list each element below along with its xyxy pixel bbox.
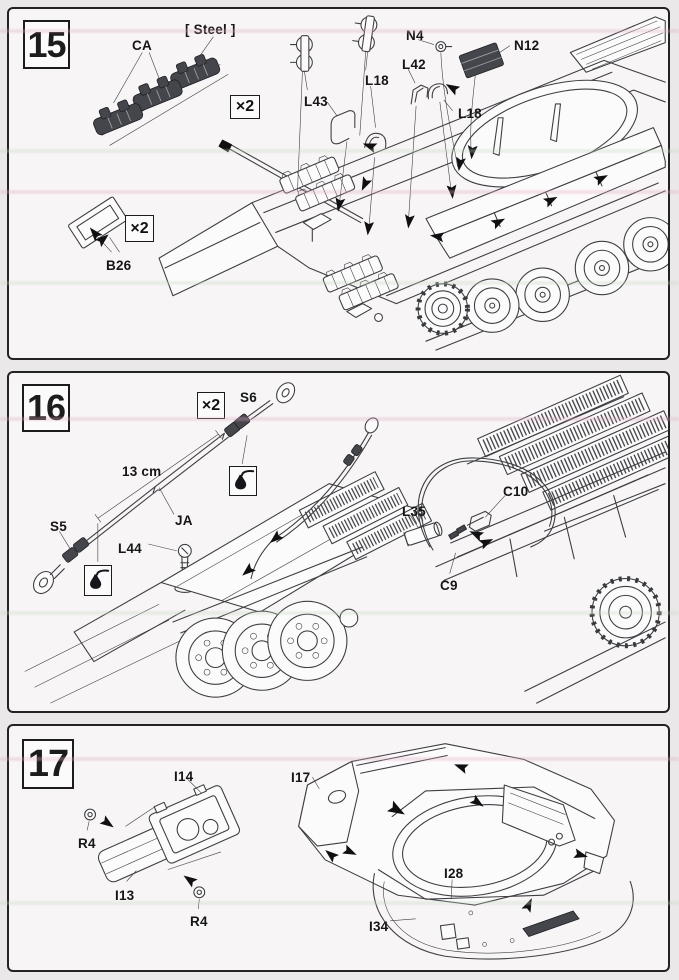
dimension-line [94, 430, 222, 523]
part-i14 [148, 784, 241, 864]
quantity-badge: ×2 [125, 215, 154, 242]
antenna-posts [492, 103, 561, 156]
part-label-i28: I28 [444, 866, 464, 881]
step-number-box: 15 [23, 20, 70, 69]
part-label-n4: N4 [406, 28, 424, 43]
part-label-n12: N12 [514, 38, 540, 53]
part-label-i17: I17 [291, 770, 311, 785]
road-wheel [574, 240, 630, 296]
deck-cable [250, 417, 379, 580]
part-label-l18: L18 [365, 73, 389, 88]
step-17-illustration [84, 743, 634, 960]
step-17-panel: 17 I14 R4 I13 R4 I17 I28 I34 [7, 724, 670, 972]
road-wheel [267, 600, 348, 681]
step-number: 16 [26, 387, 66, 428]
part-l42 [410, 84, 429, 105]
step-number: 17 [27, 742, 69, 785]
part-label-s5: S5 [50, 519, 67, 534]
quantity-badge: ×2 [230, 95, 260, 119]
cement-drop-icon [84, 565, 112, 596]
road-wheel [515, 267, 570, 322]
cement-drop-icon [229, 466, 257, 496]
quantity-badge: ×2 [197, 392, 225, 419]
drive-sprocket [415, 281, 470, 336]
part-label-l43: L43 [304, 94, 328, 109]
part-label-l18: L18 [458, 106, 482, 121]
part-l43 [330, 110, 356, 145]
part-label-c10: C10 [503, 484, 529, 499]
measurement-label: 13 cm [122, 464, 162, 479]
part-label-i34: I34 [369, 919, 389, 934]
part-n12 [458, 42, 504, 79]
part-label-r4: R4 [190, 914, 208, 929]
clamp-part [290, 35, 313, 72]
tow-cable [32, 382, 296, 595]
road-wheel [465, 278, 520, 333]
step-number-box: 17 [22, 739, 74, 789]
step-number-box: 16 [22, 384, 70, 432]
part-l35 [403, 521, 443, 547]
engine-grille [569, 16, 666, 73]
clamp-part [350, 13, 379, 53]
upper-hull-underside [298, 743, 616, 906]
step-15-illustration [68, 13, 668, 351]
part-label-b26: B26 [106, 258, 132, 273]
part-label-c9: C9 [440, 578, 458, 593]
step-16-illustration [24, 374, 668, 704]
road-wheel [623, 217, 668, 272]
note-steel: [ Steel ] [185, 22, 236, 37]
part-label-i13: I13 [115, 888, 135, 903]
part-label-l44: L44 [118, 541, 142, 556]
part-r4 [193, 886, 206, 899]
part-label-i14: I14 [174, 769, 194, 784]
part-label-ca: CA [132, 38, 152, 53]
part-b26 [68, 196, 128, 249]
step-16-panel: 16 ×2 S6 13 cm JA S5 L44 L35 C10 C9 [7, 371, 670, 713]
part-label-l35: L35 [402, 504, 426, 519]
part-label-r4: R4 [78, 836, 96, 851]
rear-hull-closeup [403, 374, 668, 704]
part-label-l42: L42 [402, 57, 426, 72]
cable-c9 [417, 457, 556, 551]
step-15-panel: 15 CA [ Steel ] ×2 N4 N12 L43 L18 L42 L1… [7, 7, 670, 360]
part-label-s6: S6 [240, 390, 257, 405]
lower-hull-tub [372, 851, 634, 960]
part-c10 [448, 510, 492, 540]
part-l18 [427, 83, 449, 100]
step-number: 15 [27, 23, 66, 65]
part-label-ja: JA [175, 513, 193, 528]
part-r4 [84, 808, 97, 821]
part-n4 [435, 41, 453, 53]
vehicle-rear-deck [24, 417, 433, 704]
drive-sprocket [589, 576, 662, 649]
